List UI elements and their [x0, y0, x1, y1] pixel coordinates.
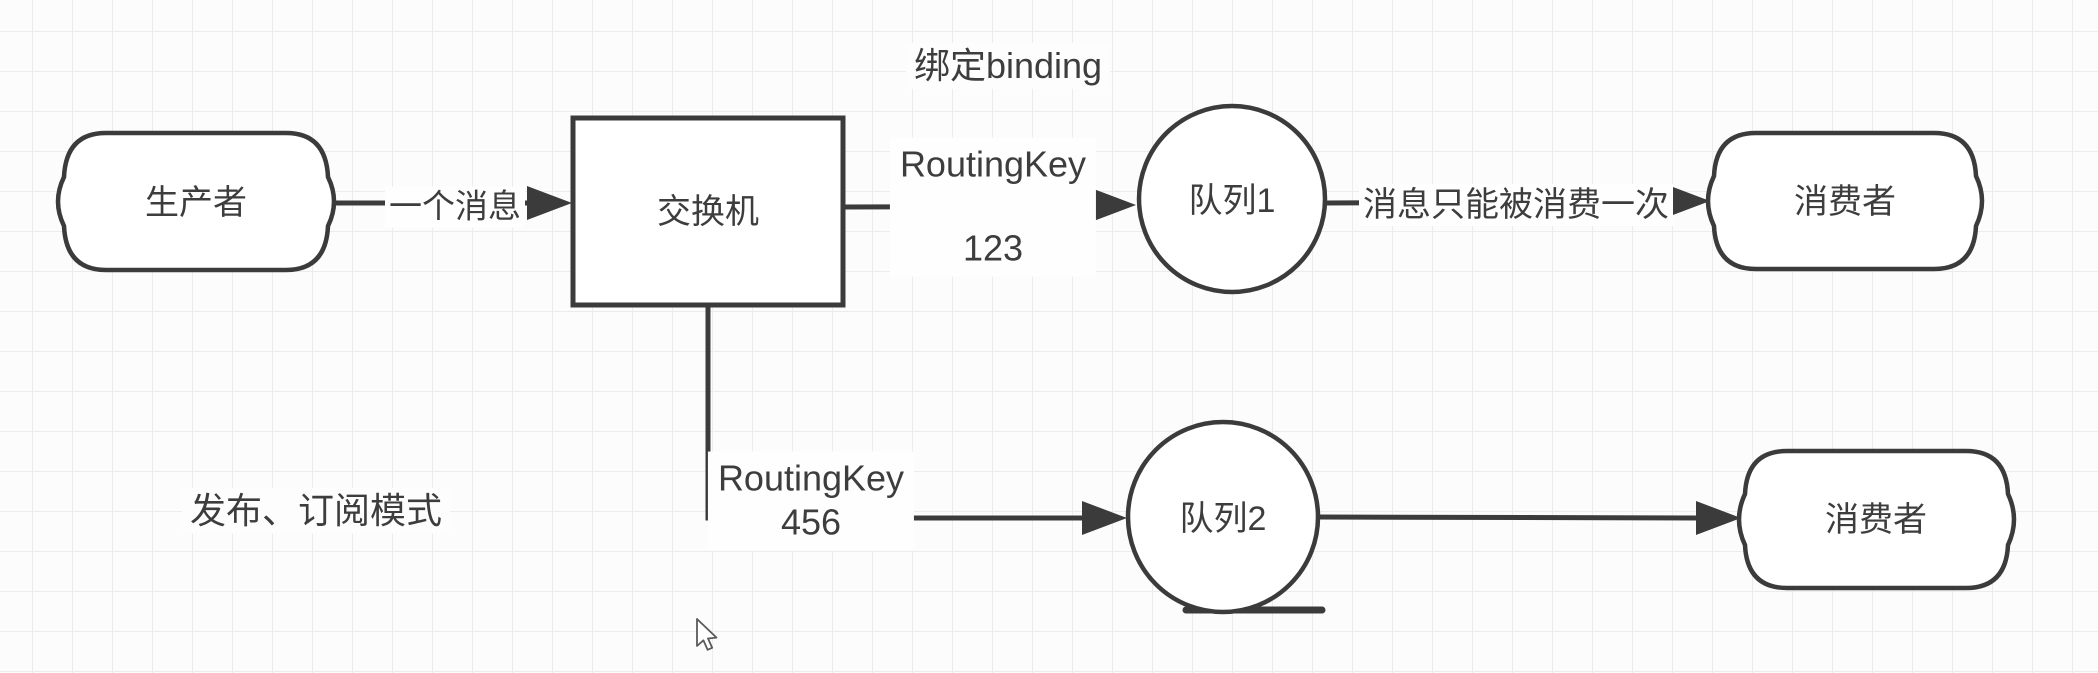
- routing-key-1-value: 123: [962, 228, 1024, 269]
- node-queue1-shape[interactable]: [1136, 103, 1328, 295]
- node-queue2-shape[interactable]: [1125, 419, 1321, 615]
- binding-label: 绑定binding: [905, 42, 1111, 90]
- routing-key-2-value: 456: [780, 502, 842, 543]
- routing-key-1-label: RoutingKey 123: [889, 137, 1097, 277]
- exchange-label: 交换机: [657, 192, 759, 231]
- routing-key-2-label: RoutingKey 456: [707, 451, 915, 551]
- routing-key-1-title: RoutingKey: [899, 143, 1087, 185]
- queue1-label: 队列1: [1188, 181, 1276, 220]
- mouse-cursor-icon: [696, 618, 718, 651]
- edge-label-one-message: 一个消息: [385, 186, 525, 228]
- arrowhead-producer-to-exchange: [527, 186, 572, 220]
- queue2-label: 队列2: [1179, 499, 1267, 538]
- arrowhead-queue2-to-consumer2: [1696, 501, 1741, 535]
- arrowhead-queue1-to-consumer1: [1665, 184, 1710, 218]
- routing-key-2-title: RoutingKey: [717, 457, 905, 499]
- node-consumer1-shape[interactable]: [1705, 130, 1985, 272]
- edge-queue2-to-consumer2[interactable]: [1315, 514, 1702, 521]
- edge-label-consume-once: 消息只能被消费一次: [1359, 183, 1673, 227]
- producer-label: 生产者: [145, 183, 247, 222]
- node-consumer2-shape[interactable]: [1736, 448, 2017, 591]
- node-producer-shape[interactable]: [55, 130, 337, 273]
- consumer1-label: 消费者: [1794, 182, 1896, 221]
- arrowhead-exchange-to-queue2: [1082, 501, 1127, 535]
- consumer2-label: 消费者: [1825, 500, 1927, 539]
- arrowhead-exchange-to-queue1: [1091, 188, 1136, 222]
- pub-sub-caption: 发布、订阅模式: [181, 487, 451, 535]
- node-exchange-shape[interactable]: [570, 115, 846, 308]
